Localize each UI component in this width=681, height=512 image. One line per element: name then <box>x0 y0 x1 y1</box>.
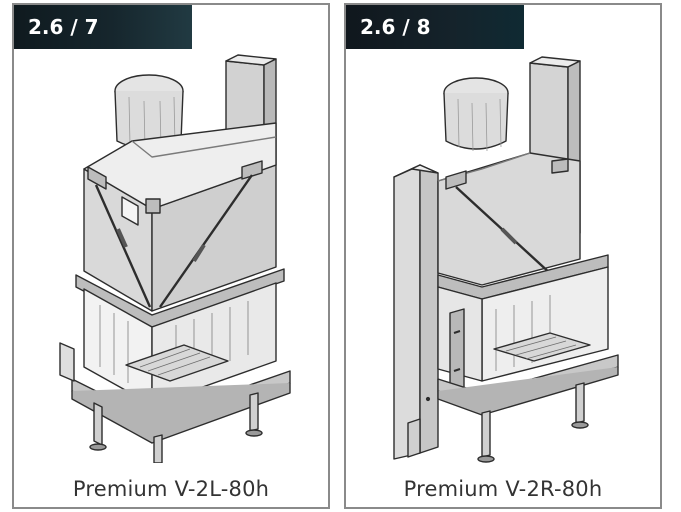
product-card-left[interactable]: 2.6 / 7 <box>12 3 330 509</box>
product-model-name: Premium V-2L-80h <box>72 477 270 501</box>
product-card-right[interactable]: 2.6 / 8 <box>344 3 662 509</box>
product-code-badge: 2.6 / 8 <box>346 5 524 49</box>
fireplace-v2r-illustration <box>393 56 619 463</box>
fireplace-v2l-illustration <box>59 54 291 463</box>
product-code-badge: 2.6 / 7 <box>14 5 192 49</box>
product-model-name: Premium V-2R-80h <box>403 477 603 501</box>
